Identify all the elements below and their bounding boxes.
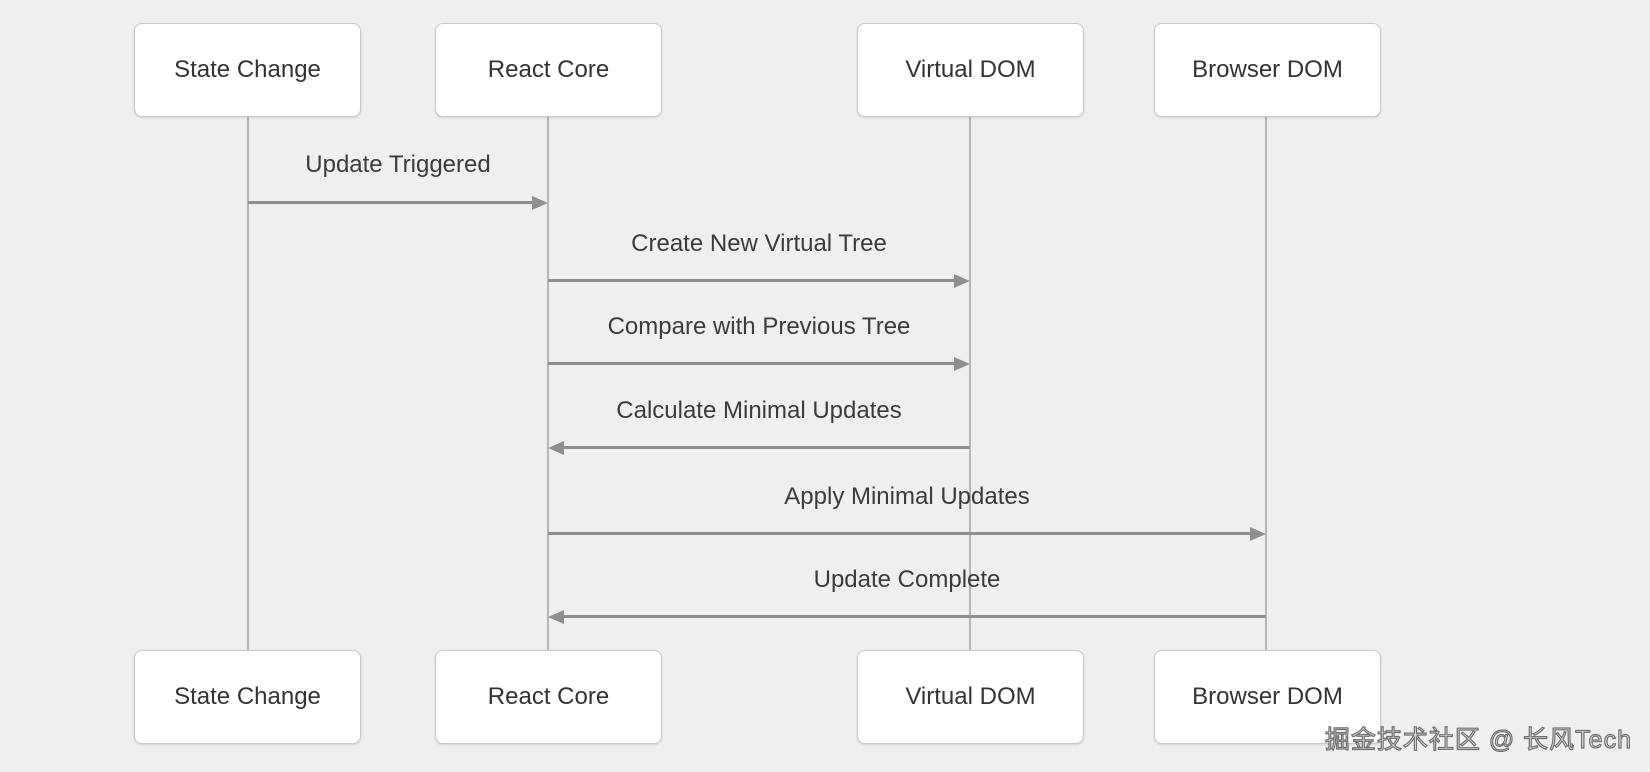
actor-virtual-dom-bottom: Virtual DOM — [857, 650, 1084, 744]
message-line-calculate-minimal-updates — [564, 446, 970, 449]
message-label-calculate-minimal-updates: Calculate Minimal Updates — [616, 397, 902, 424]
actor-label: Browser DOM — [1192, 56, 1343, 83]
actor-label: React Core — [487, 683, 610, 710]
lifeline-react-core — [547, 117, 549, 650]
arrowhead-left-icon — [548, 610, 564, 624]
lifeline-virtual-dom — [969, 117, 971, 650]
actor-label: Virtual DOM — [905, 56, 1036, 83]
message-label-update-complete: Update Complete — [813, 566, 1001, 593]
arrowhead-right-icon — [1250, 527, 1266, 541]
actor-react-core-bottom: React Core — [435, 650, 662, 744]
actor-label: Browser DOM — [1192, 683, 1343, 710]
actor-browser-dom-bottom: Browser DOM — [1154, 650, 1381, 744]
message-label-compare-with-previous-tree: Compare with Previous Tree — [607, 313, 911, 340]
actor-browser-dom-top: Browser DOM — [1154, 23, 1381, 117]
arrowhead-right-icon — [954, 357, 970, 371]
arrowhead-left-icon — [548, 441, 564, 455]
lifeline-state-change — [247, 117, 249, 650]
message-line-create-new-virtual-tree — [548, 279, 954, 282]
message-line-update-triggered — [248, 201, 532, 204]
actor-label: React Core — [487, 56, 610, 83]
actor-virtual-dom-top: Virtual DOM — [857, 23, 1084, 117]
actor-label: Virtual DOM — [905, 683, 1036, 710]
arrowhead-right-icon — [532, 196, 548, 210]
message-label-create-new-virtual-tree: Create New Virtual Tree — [631, 230, 887, 257]
actor-label: State Change — [174, 683, 321, 710]
actor-label: State Change — [174, 56, 321, 83]
message-line-update-complete — [564, 615, 1266, 618]
message-label-update-triggered: Update Triggered — [305, 151, 491, 178]
message-line-apply-minimal-updates — [548, 532, 1250, 535]
arrowhead-right-icon — [954, 274, 970, 288]
message-line-compare-with-previous-tree — [548, 362, 954, 365]
watermark: 掘金技术社区 @ 长风Tech — [1324, 725, 1632, 754]
actor-state-change-bottom: State Change — [134, 650, 361, 744]
actor-react-core-top: React Core — [435, 23, 662, 117]
lifeline-browser-dom — [1265, 117, 1267, 650]
message-label-apply-minimal-updates: Apply Minimal Updates — [784, 483, 1030, 510]
actor-state-change-top: State Change — [134, 23, 361, 117]
